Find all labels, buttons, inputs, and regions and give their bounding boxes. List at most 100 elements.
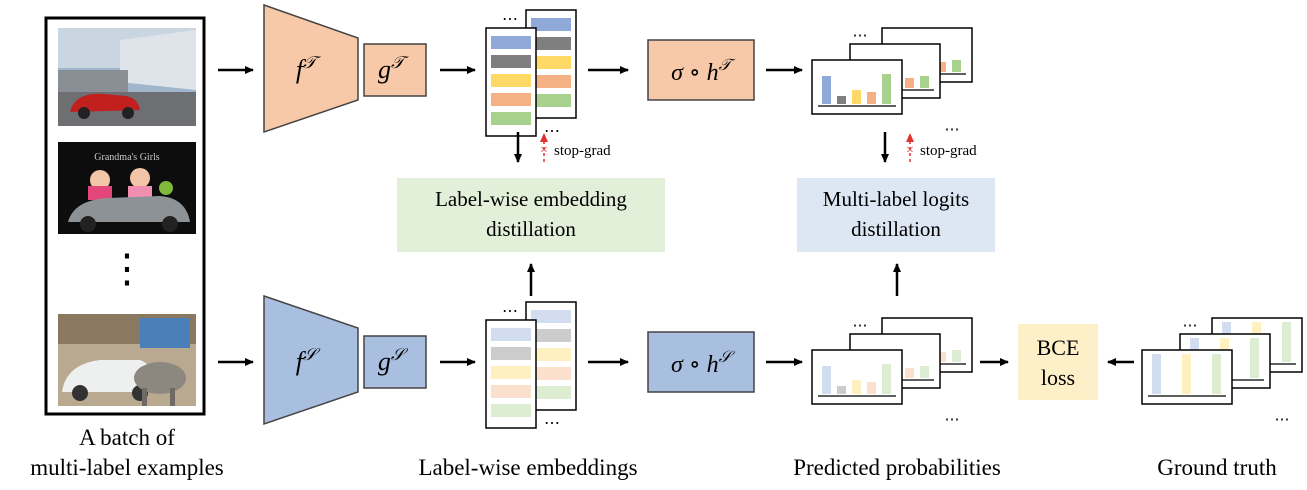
student-g-box: g𝒮 — [363, 335, 427, 389]
batch-frame — [44, 16, 206, 416]
probability-dots-bottom: ⋯ — [945, 122, 960, 138]
bce-line2: loss — [1041, 365, 1075, 390]
logits-distillation-line2: distillation — [851, 217, 941, 241]
student-head-label: σ ∘ h — [671, 352, 719, 378]
probability-bar — [920, 76, 929, 88]
ground-truth-stack: ⋯⋯ — [1141, 317, 1303, 428]
photo-cow-car — [58, 314, 196, 406]
probability-bar — [952, 60, 961, 72]
probability-bar — [1282, 322, 1291, 362]
probability-bar — [822, 366, 831, 394]
logits-distillation-line1: Multi-label logits — [823, 187, 969, 211]
embedding-row — [491, 328, 531, 341]
embedding-distillation-line2: distillation — [486, 217, 576, 241]
embedding-row — [491, 366, 531, 379]
embedding-row — [531, 37, 571, 50]
embedding-row — [491, 385, 531, 398]
bce-loss-box: BCE loss — [1018, 324, 1098, 400]
probability-bar — [905, 78, 914, 88]
probability-bar — [822, 76, 831, 104]
probability-dots-top: ⋯ — [853, 318, 868, 334]
probability-card-front — [811, 349, 903, 405]
embedding-row — [531, 310, 571, 323]
stop-grad-cross-embedding: × — [540, 143, 548, 158]
probability-bar — [882, 74, 891, 104]
teacher-g-label: g — [378, 55, 391, 84]
probability-bar — [920, 366, 929, 378]
teacher-head-box: σ ∘ h𝒯 — [647, 39, 755, 101]
vertical-ellipsis: ⋮ — [107, 246, 147, 291]
probability-dots-top: ⋯ — [1183, 318, 1198, 334]
student-embedding-stack: ⋯⋯ — [485, 301, 577, 432]
embedding-row — [531, 94, 571, 107]
embedding-row — [491, 55, 531, 68]
embedding-distillation-line1: Label-wise embedding — [435, 187, 627, 211]
embedding-row — [491, 74, 531, 87]
probability-bar — [1212, 354, 1221, 394]
embedding-row — [531, 18, 571, 31]
probability-bar — [952, 350, 961, 362]
probability-bar — [937, 352, 946, 362]
probability-bar — [852, 380, 861, 394]
embedding-row — [491, 36, 531, 49]
student-g-label: g — [378, 347, 391, 376]
stop-grad-embedding: × stop-grad — [514, 132, 611, 163]
caption-embeddings: Label-wise embeddings — [418, 455, 637, 480]
probability-bar — [837, 386, 846, 394]
batch-caption-line1: A batch of — [79, 425, 175, 450]
probability-bar — [837, 96, 846, 104]
logits-distillation-box: Multi-label logits distillation — [797, 178, 995, 252]
probability-bar — [852, 90, 861, 104]
student-head-box: σ ∘ h𝒮 — [647, 331, 755, 393]
teacher-embedding-stack: ⋯⋯ — [485, 9, 577, 140]
stop-grad-cross-logits: × — [906, 143, 914, 158]
teacher-f-label: f — [296, 55, 307, 84]
probability-dots-bottom: ⋯ — [945, 412, 960, 428]
stop-grad-label-logits: stop-grad — [920, 143, 977, 159]
embedding-row — [491, 347, 531, 360]
teacher-head-label: σ ∘ h — [671, 60, 719, 86]
teacher-probability-stack: ⋯⋯ — [811, 27, 973, 138]
embedding-dots-bottom: ⋯ — [544, 123, 560, 140]
embedding-row — [531, 386, 571, 399]
embedding-row — [531, 367, 571, 380]
caption-probabilities: Predicted probabilities — [793, 455, 1001, 480]
image-batch: Grandma's Girls ⋮ A batch of multi-label… — [30, 16, 224, 480]
probability-bar — [867, 92, 876, 104]
embedding-dots-bottom: ⋯ — [544, 415, 560, 432]
batch-caption-line2: multi-label examples — [30, 455, 224, 480]
embedding-row — [531, 348, 571, 361]
student-f-label: f — [296, 347, 307, 376]
probability-bar — [937, 62, 946, 72]
embedding-card-front — [485, 319, 537, 429]
embedding-dots-top: ⋯ — [502, 303, 518, 320]
probability-dots-bottom: ⋯ — [1275, 412, 1290, 428]
stop-grad-logits: × stop-grad — [881, 132, 977, 163]
embedding-row — [491, 404, 531, 417]
embedding-distillation-box: Label-wise embedding distillation — [397, 178, 665, 252]
teacher-encoder: f𝒯 — [263, 3, 359, 134]
probability-bar — [1152, 354, 1161, 394]
photo-harbor-car — [58, 28, 196, 126]
embedding-row — [491, 112, 531, 125]
probability-bar — [882, 364, 891, 394]
embedding-row — [531, 56, 571, 69]
caption-ground-truth: Ground truth — [1157, 455, 1277, 480]
student-encoder: f𝒮 — [263, 294, 359, 426]
probability-dots-top: ⋯ — [853, 28, 868, 44]
stop-grad-label-embedding: stop-grad — [554, 143, 611, 159]
embedding-row — [531, 75, 571, 88]
embedding-row — [491, 93, 531, 106]
probability-bar — [905, 368, 914, 378]
probability-bar — [867, 382, 876, 394]
bce-line1: BCE — [1037, 335, 1080, 360]
embedding-dots-top: ⋯ — [502, 11, 518, 28]
probability-card-front — [1141, 349, 1233, 405]
embedding-row — [531, 329, 571, 342]
teacher-g-box: g𝒯 — [363, 43, 427, 97]
student-probability-stack: ⋯⋯ — [811, 317, 973, 428]
probability-bar — [1250, 338, 1259, 378]
photo-caption-text: Grandma's Girls — [94, 152, 160, 163]
photo-girls-car: Grandma's Girls — [58, 142, 196, 234]
